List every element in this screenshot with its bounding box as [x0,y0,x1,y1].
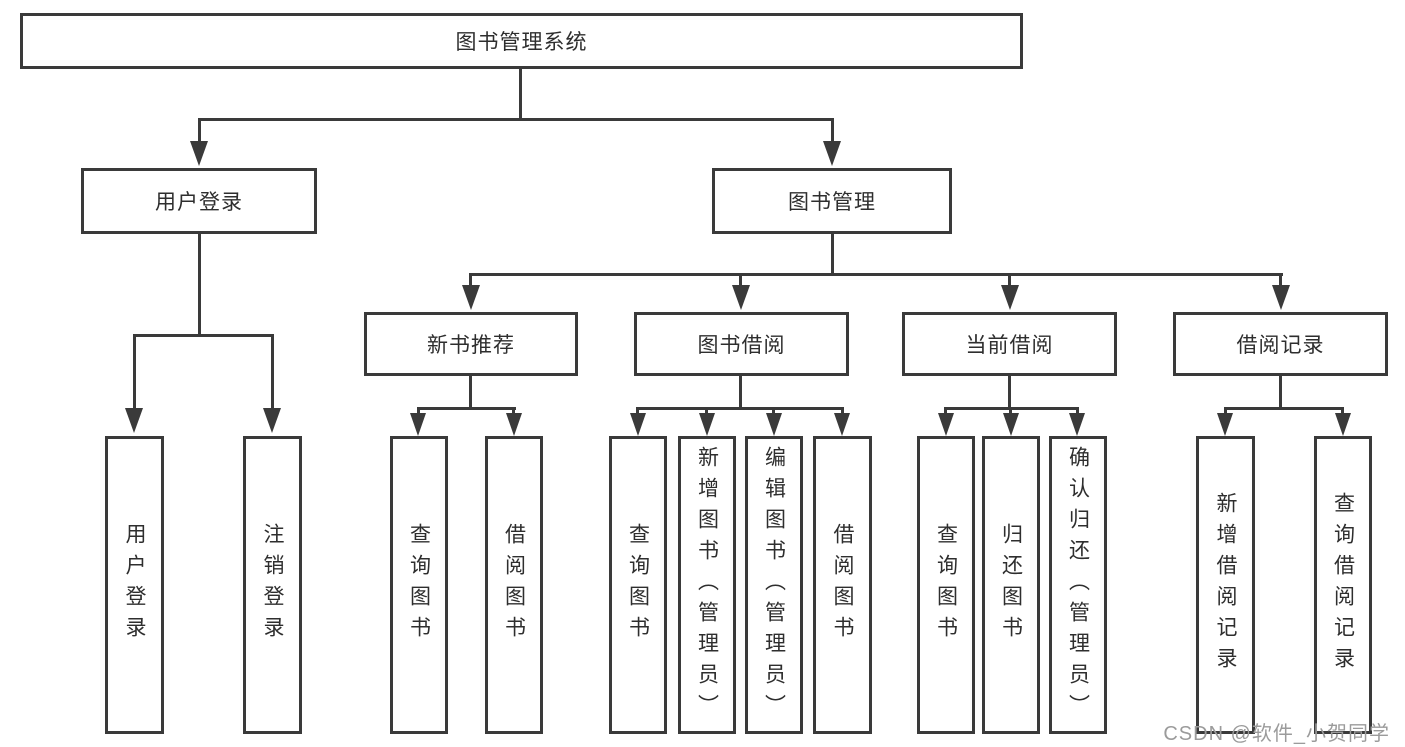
arrow-down-icon [1335,413,1351,436]
leaf-query-book-a: 查询图书 [390,436,448,734]
arrow-down-icon [263,408,281,433]
node-book-borrow: 图书借阅 [634,312,849,376]
connector-line [469,273,472,286]
connector-line [739,273,742,286]
arrow-down-icon [823,141,841,166]
arrow-down-icon [1272,285,1290,310]
leaf-confirm-return: 确认归还（管理员） [1049,436,1107,734]
csdn-watermark: CSDN @软件_小贺同学 [1163,723,1390,745]
arrow-down-icon [1069,413,1085,436]
connector-line [1279,376,1282,410]
arrow-down-icon [938,413,954,436]
connector-line [772,407,775,416]
connector-line [271,334,274,410]
connector-line [636,407,639,416]
leaf-query-record: 查询借阅记录 [1314,436,1372,734]
node-current-borrow: 当前借阅 [902,312,1117,376]
node-book-mgmt: 图书管理 [712,168,952,234]
leaf-borrow-book-b: 借阅图书 [813,436,872,734]
leaf-query-book-c: 查询图书 [917,436,975,734]
connector-line [945,407,1079,410]
connector-line [417,407,420,416]
node-root: 图书管理系统 [20,13,1023,69]
connector-line [417,407,516,410]
arrow-down-icon [190,141,208,166]
leaf-add-record: 新增借阅记录 [1196,436,1255,734]
arrow-down-icon [125,408,143,433]
connector-line [636,407,844,410]
connector-line [1279,273,1282,286]
leaf-add-book: 新增图书（管理员） [678,436,736,734]
connector-line [469,376,472,410]
connector-line [1008,376,1011,410]
arrow-down-icon [834,413,850,436]
arrow-down-icon [732,285,750,310]
arrow-down-icon [630,413,646,436]
connector-line [198,121,201,143]
arrow-down-icon [699,413,715,436]
connector-line [1341,407,1344,416]
leaf-logout: 注销登录 [243,436,302,734]
arrow-down-icon [410,413,426,436]
arrow-down-icon [766,413,782,436]
arrow-down-icon [506,413,522,436]
connector-line [519,69,522,121]
leaf-borrow-book-a: 借阅图书 [485,436,543,734]
connector-line [831,121,834,143]
leaf-return-book: 归还图书 [982,436,1040,734]
connector-line [133,334,274,337]
connector-line [944,407,947,416]
connector-line [1009,407,1012,416]
connector-line [512,407,515,416]
arrow-down-icon [1003,413,1019,436]
connector-line [1224,407,1227,416]
connector-line [198,234,201,334]
arrow-down-icon [462,285,480,310]
connector-line [705,407,708,416]
connector-line [198,118,834,121]
arrow-down-icon [1217,413,1233,436]
leaf-user-login: 用户登录 [105,436,164,734]
connector-line [1008,273,1011,286]
connector-line [841,407,844,416]
connector-line [133,334,136,410]
leaf-query-book-b: 查询图书 [609,436,667,734]
connector-line [831,234,834,273]
connector-line [1076,407,1079,416]
connector-line [470,273,1283,276]
node-user-login: 用户登录 [81,168,317,234]
leaf-edit-book: 编辑图书（管理员） [745,436,803,734]
node-new-book: 新书推荐 [364,312,578,376]
arrow-down-icon [1001,285,1019,310]
connector-line [739,376,742,410]
node-borrow-record: 借阅记录 [1173,312,1388,376]
connector-line [1224,407,1344,410]
